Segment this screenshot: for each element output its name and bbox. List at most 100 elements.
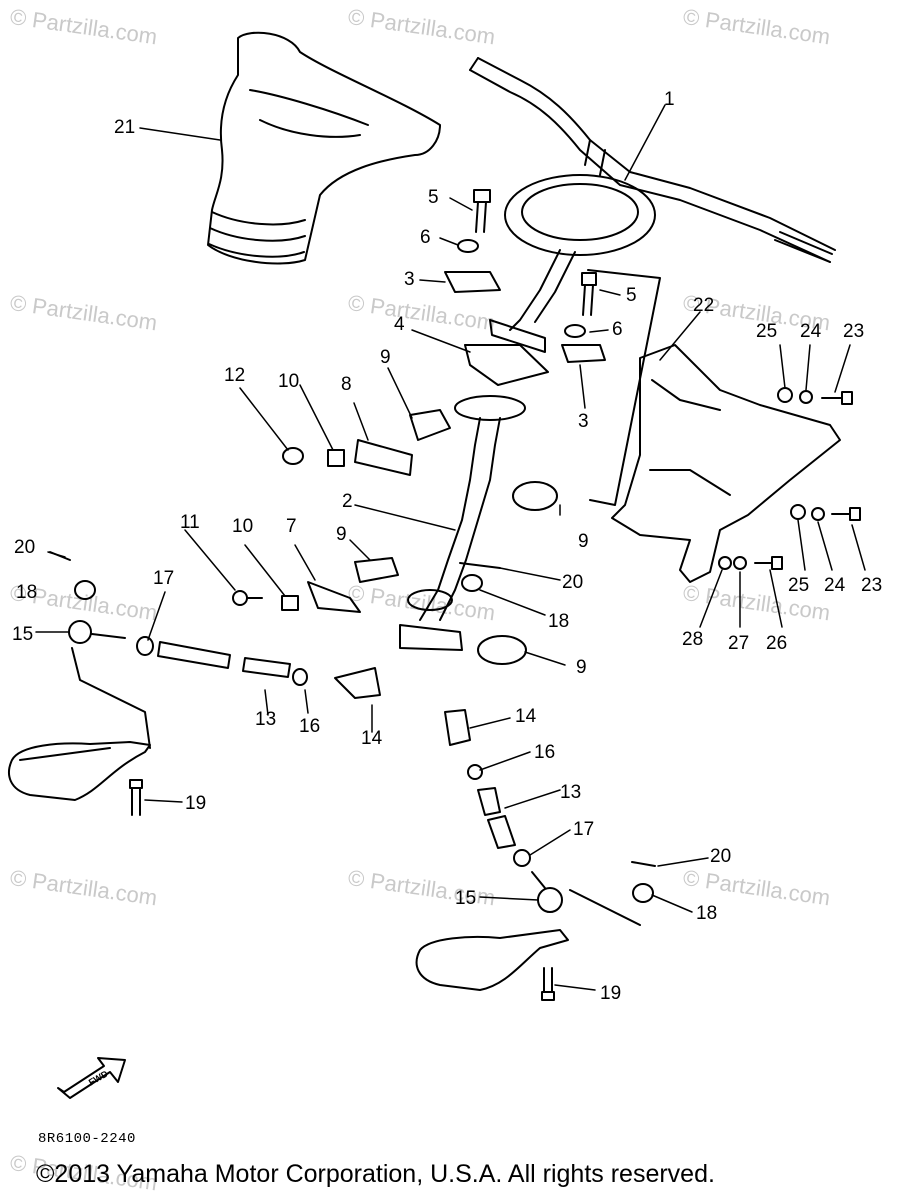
callout-28: 28 — [682, 629, 704, 650]
part-8-clamp — [354, 439, 413, 476]
callout-9: 9 — [578, 531, 589, 552]
callout-16: 16 — [299, 716, 321, 737]
part-19-bolt-lower — [541, 967, 555, 1001]
part-15-ball-joint-lower — [531, 871, 563, 913]
callout-19: 19 — [600, 983, 622, 1004]
part-5-bolt-right — [581, 272, 597, 316]
callout-12: 12 — [224, 365, 246, 386]
diagram-part-number: 8R6100-2240 — [38, 1131, 136, 1147]
callout-8: 8 — [341, 374, 352, 395]
part-9-bushing — [354, 557, 399, 583]
callout-10: 10 — [278, 371, 300, 392]
callout-25: 25 — [788, 575, 810, 596]
part-4-holder — [464, 344, 549, 386]
callout-14: 14 — [361, 728, 383, 749]
callout-18: 18 — [16, 582, 38, 603]
part-9-bushing — [512, 481, 558, 511]
part-12-nut — [282, 447, 304, 465]
part-19-bolt — [129, 779, 143, 816]
part-lever-left — [8, 647, 151, 801]
callout-20: 20 — [14, 537, 36, 558]
callout-22: 22 — [693, 295, 715, 316]
callout-3: 3 — [578, 411, 589, 432]
callout-20: 20 — [562, 572, 584, 593]
part-23-bolt-lower — [831, 507, 861, 521]
part-9-bushing — [477, 635, 527, 665]
part-22-bracket — [587, 269, 841, 583]
callout-2: 2 — [342, 491, 353, 512]
part-15-ball-joint — [68, 620, 126, 644]
callout-13: 13 — [560, 782, 582, 803]
callout-9: 9 — [576, 657, 587, 678]
callout-11: 11 — [180, 512, 200, 533]
callout-24: 24 — [824, 575, 846, 596]
callout-13: 13 — [255, 709, 277, 730]
part-3-clamp — [444, 271, 501, 293]
callout-23: 23 — [861, 575, 883, 596]
part-18-nut-lower — [632, 883, 654, 903]
callout-17: 17 — [573, 819, 595, 840]
callout-14: 14 — [515, 706, 537, 727]
callout-7: 7 — [286, 516, 297, 537]
callout-25: 25 — [756, 321, 778, 342]
part-2-steering-column — [399, 395, 526, 651]
callout-9: 9 — [380, 347, 391, 368]
part-20-pin — [459, 562, 501, 569]
part-10-nut — [327, 449, 345, 467]
part-24-washer-lower — [811, 507, 825, 521]
part-21-handle-cover — [207, 31, 441, 265]
callout-6: 6 — [612, 319, 623, 340]
part-25-washer — [777, 387, 793, 403]
callout-21: 21 — [114, 117, 136, 138]
leader-lines — [35, 104, 866, 991]
part-25-washer-lower — [790, 504, 806, 520]
part-6-washer-right — [564, 324, 586, 338]
callout-1: 1 — [664, 89, 675, 110]
part-28-washer — [718, 556, 732, 570]
callout-19: 19 — [185, 793, 207, 814]
part-13-rod-lower — [477, 787, 516, 849]
part-26-bolt — [754, 556, 783, 570]
callout-16: 16 — [534, 742, 556, 763]
part-18-nut — [461, 574, 483, 592]
part-20-pin-lower — [631, 861, 656, 867]
callout-4: 4 — [394, 314, 405, 335]
part-6-washer — [457, 239, 479, 253]
callout-3: 3 — [404, 269, 415, 290]
part-17-washer — [136, 636, 154, 656]
callout-23: 23 — [843, 321, 865, 342]
part-9-bushing — [409, 409, 451, 441]
callout-15: 15 — [455, 888, 477, 909]
callout-18: 18 — [696, 903, 718, 924]
part-lever-lower — [415, 889, 641, 991]
part-7-clamp — [307, 581, 361, 613]
callout-26: 26 — [766, 633, 788, 654]
callout-9: 9 — [336, 524, 347, 545]
part-18-nut-left — [74, 580, 96, 600]
callout-24: 24 — [800, 321, 822, 342]
part-10-nut-left — [281, 595, 299, 611]
part-14-joint-lower — [444, 709, 471, 746]
part-1-handle-bar — [469, 57, 836, 353]
callout-10: 10 — [232, 516, 254, 537]
callout-27: 27 — [728, 633, 750, 654]
part-17-washer-lower — [513, 849, 531, 867]
callout-18: 18 — [548, 611, 570, 632]
callout-5: 5 — [428, 187, 439, 208]
copyright-notice: ©2013 Yamaha Motor Corporation, U.S.A. A… — [36, 1160, 715, 1188]
callout-5: 5 — [626, 285, 637, 306]
part-23-bolt — [821, 391, 853, 405]
callout-20: 20 — [710, 846, 732, 867]
callout-15: 15 — [12, 624, 34, 645]
callout-6: 6 — [420, 227, 431, 248]
part-11-bolt — [232, 590, 263, 606]
part-16-washer-lower — [467, 764, 483, 780]
part-3-clamp-right — [561, 344, 606, 363]
callout-17: 17 — [153, 568, 175, 589]
part-16-washer — [292, 668, 308, 686]
part-13-rod — [157, 641, 291, 678]
part-5-bolt — [473, 189, 491, 233]
part-27-washer — [733, 556, 747, 570]
fwd-arrow-icon — [57, 1057, 126, 1099]
